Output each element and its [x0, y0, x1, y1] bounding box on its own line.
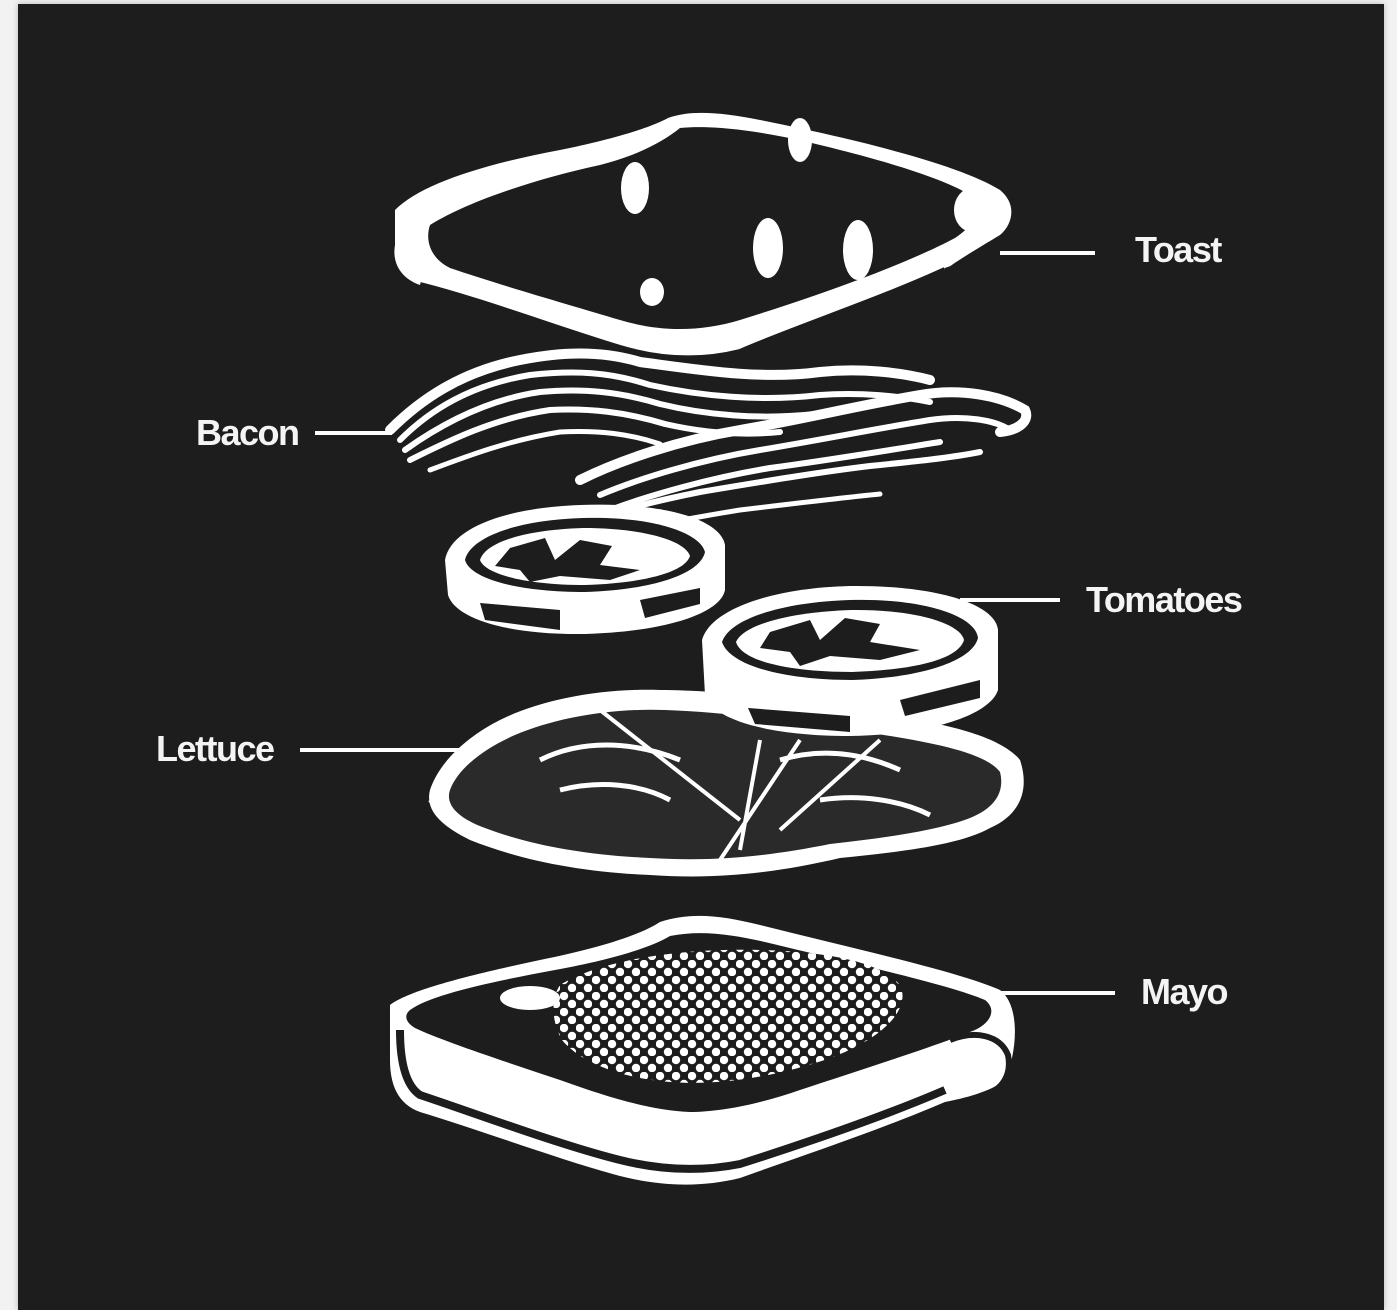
- tomato-slice-2-illustration: [702, 586, 998, 736]
- tomato-slice-1-illustration: [445, 505, 725, 634]
- bacon-illustration: [390, 354, 1026, 536]
- mayo-label: Mayo: [1141, 974, 1227, 1010]
- tomatoes-label: Tomatoes: [1086, 582, 1241, 618]
- lettuce-label: Lettuce: [156, 731, 274, 767]
- bottom-toast-illustration: [390, 916, 1015, 1185]
- bacon-label: Bacon: [196, 415, 299, 451]
- toast-label: Toast: [1135, 232, 1221, 268]
- top-toast-illustration: [394, 113, 1011, 358]
